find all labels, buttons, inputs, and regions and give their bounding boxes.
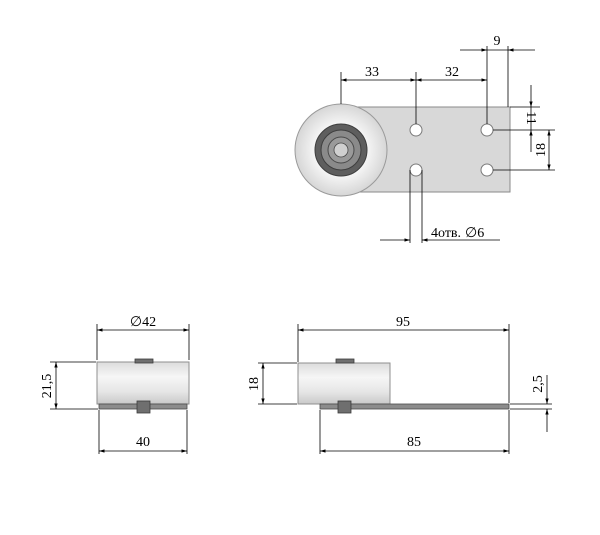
dim-label-85: 85: [407, 435, 421, 450]
side-roller: [96, 361, 190, 405]
dim-label-40: 40: [136, 435, 150, 450]
dim-label-18: 18: [534, 143, 549, 157]
front-bearing-top: [335, 358, 355, 364]
dim-label-9: 9: [494, 34, 501, 49]
front-view: 95 18 2,5 85: [247, 315, 552, 454]
mounting-hole: [480, 163, 494, 177]
dim-label-95: 95: [396, 315, 410, 330]
front-bolt-head: [337, 400, 352, 414]
mounting-hole: [480, 123, 494, 137]
dim-label-33: 33: [365, 65, 379, 80]
dim-label-18-front: 18: [247, 377, 262, 391]
dim-label-21-5: 21,5: [40, 374, 55, 399]
dim-label-2-5: 2,5: [531, 375, 546, 393]
dim-label-42: ∅42: [130, 315, 156, 330]
dim-label-11: 11: [523, 111, 538, 124]
front-baseplate: [319, 403, 510, 410]
side-view: ∅42 21,5 40: [40, 315, 190, 454]
holes-note: 4отв.∅6: [431, 226, 484, 241]
dim-label-32: 32: [445, 65, 459, 80]
mounting-hole: [409, 163, 423, 177]
mounting-hole: [409, 123, 423, 137]
front-roller: [297, 362, 391, 405]
side-bearing-top: [134, 358, 154, 364]
side-bolt-head: [136, 400, 151, 414]
top-view: 33 32 9 11 18 4отв.∅6: [294, 34, 555, 243]
bearing-bore: [333, 142, 349, 158]
